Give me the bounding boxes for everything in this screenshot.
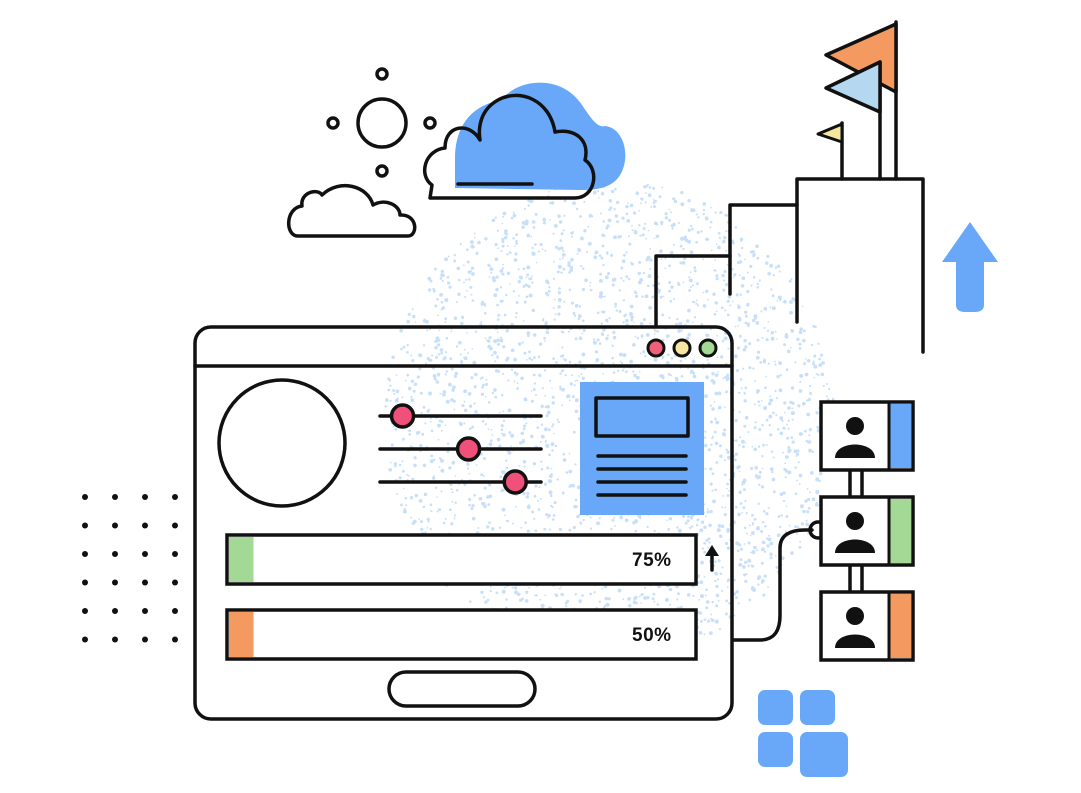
- connector-line: [731, 528, 814, 642]
- flag-medium-icon: [824, 60, 882, 114]
- staircase-podium: [654, 177, 925, 354]
- document-card[interactable]: [580, 382, 704, 515]
- progress-bar-fill: [229, 537, 253, 582]
- slider-knob[interactable]: [502, 469, 528, 495]
- window-controls: [646, 338, 718, 358]
- primary-action-button[interactable]: [387, 670, 537, 708]
- app-grid-icon: [758, 690, 848, 777]
- progress-bars: [225, 533, 698, 661]
- avatar: [217, 378, 347, 508]
- progress-bar-track: [225, 533, 698, 586]
- up-arrow-icon: [942, 222, 998, 312]
- person-card[interactable]: [819, 400, 915, 472]
- slider-group: [378, 403, 543, 495]
- progress-bar-fill: [229, 612, 253, 657]
- window-minimize-button[interactable]: [672, 338, 692, 358]
- app-window: [193, 325, 734, 721]
- cloud-large-icon: [422, 82, 626, 200]
- window-maximize-button[interactable]: [698, 338, 718, 358]
- person-icon: [835, 512, 875, 553]
- person-card[interactable]: [819, 495, 915, 567]
- people-stack: [819, 400, 915, 662]
- progress-label-50: 50%: [632, 625, 672, 646]
- trend-up-icon: [705, 545, 719, 572]
- slider-knob[interactable]: [455, 436, 482, 462]
- slider-knob[interactable]: [389, 403, 416, 429]
- progress-bar-track: [225, 608, 698, 661]
- sun-icon: [326, 67, 437, 178]
- flag-small-icon: [816, 122, 844, 144]
- flags-group: [816, 20, 898, 181]
- cloud-small-icon: [287, 184, 417, 238]
- dot-grid-decoration: [82, 494, 178, 643]
- progress-label-75: 75%: [632, 550, 672, 571]
- window-close-button[interactable]: [646, 338, 666, 358]
- person-card[interactable]: [819, 590, 915, 662]
- person-icon: [835, 607, 875, 648]
- person-icon: [835, 417, 875, 458]
